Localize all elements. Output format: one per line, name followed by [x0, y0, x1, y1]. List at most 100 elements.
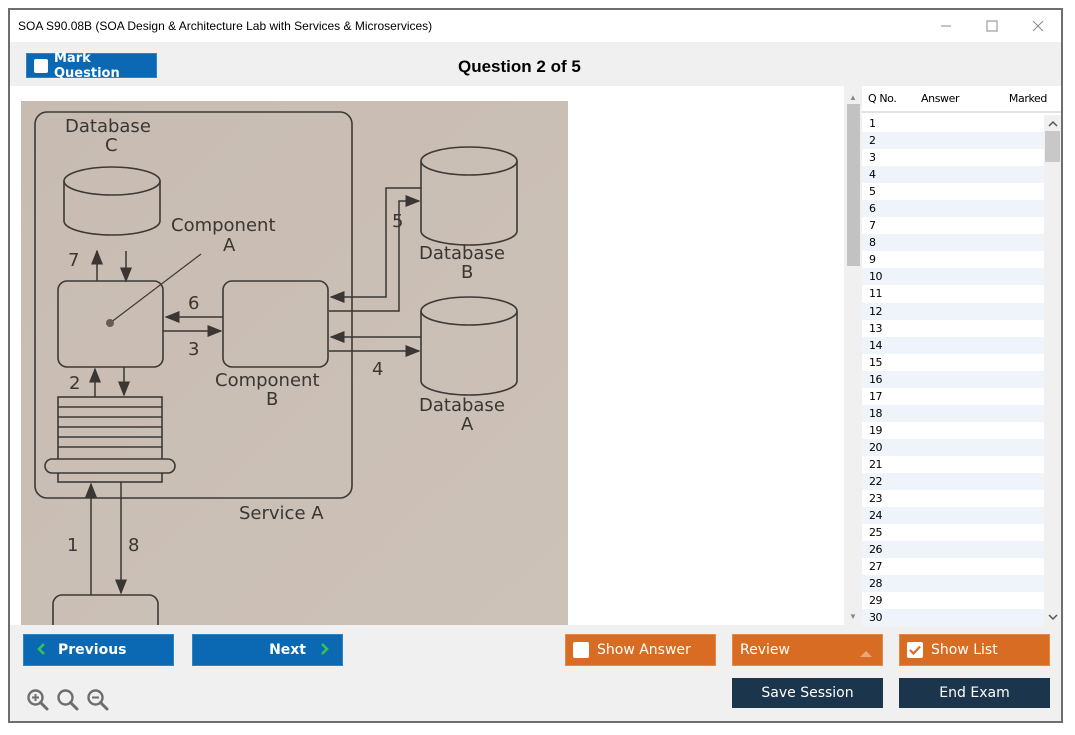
question-list-row[interactable]: 26 — [862, 541, 1044, 559]
review-dropdown[interactable]: Review — [732, 634, 883, 666]
question-list-row[interactable]: 19 — [869, 423, 883, 437]
show-list-label: Show List — [931, 642, 998, 658]
question-list-row[interactable]: 27 — [869, 560, 883, 574]
question-list-row[interactable]: 2 — [862, 132, 1044, 150]
show-answer-button[interactable]: Show Answer — [565, 634, 716, 666]
question-list-row[interactable]: 1 — [869, 117, 876, 130]
next-label: Next — [269, 642, 306, 658]
question-list-row[interactable]: 4 — [862, 166, 1044, 184]
mark-question-button[interactable]: Mark Question — [26, 50, 157, 81]
zoom-in-icon[interactable] — [26, 688, 50, 712]
content-scroll-thumb[interactable] — [847, 104, 860, 266]
close-button[interactable] — [1015, 10, 1061, 42]
question-list-row[interactable]: 13 — [869, 321, 883, 335]
save-session-label: Save Session — [761, 685, 854, 701]
question-list-row[interactable]: 18 — [862, 404, 1044, 422]
question-list-scrollbar[interactable] — [1044, 115, 1061, 625]
component-a-label: Component — [171, 215, 276, 236]
zoom-reset-icon[interactable] — [56, 688, 80, 712]
scroll-up-arrow-icon[interactable]: ▲ — [849, 92, 857, 102]
question-list-row[interactable]: 6 — [862, 200, 1044, 218]
step-label-5: 5 — [392, 211, 403, 232]
zoom-out-icon[interactable] — [86, 688, 110, 712]
question-counter: Question 2 of 5 — [458, 57, 581, 76]
step-label-2: 2 — [69, 373, 80, 394]
question-list-row[interactable]: 17 — [869, 389, 883, 403]
question-list-row[interactable]: 11 — [869, 287, 883, 301]
component-b-label: Component — [215, 370, 320, 391]
question-list-row[interactable]: 3 — [869, 151, 876, 165]
question-list-row[interactable]: 15 — [869, 355, 883, 369]
show-list-checkbox[interactable] — [907, 642, 923, 658]
question-list-row[interactable]: 28 — [862, 575, 1044, 593]
database-b-label: Database — [419, 243, 505, 264]
service-a-boundary — [34, 111, 353, 499]
database-c-label: Database — [65, 116, 151, 137]
database-a-label: Database — [419, 395, 505, 416]
column-header-qno[interactable]: Q No. — [868, 92, 897, 105]
chevron-down-icon[interactable] — [1044, 609, 1061, 625]
database-c-shape — [63, 166, 161, 236]
question-content-area: Database C Component A Database B Compon… — [10, 86, 844, 625]
mark-question-label: Mark Question — [54, 50, 120, 81]
chevron-up-icon[interactable] — [1044, 115, 1061, 131]
maximize-button[interactable] — [969, 10, 1015, 42]
question-list-row[interactable]: 7 — [869, 219, 876, 233]
question-toolbar: Mark Question Question 2 of 5 — [10, 42, 1061, 86]
window-controls — [923, 10, 1061, 42]
maximize-icon — [986, 20, 998, 32]
step-label-7: 7 — [68, 250, 79, 271]
database-b-letter: B — [461, 262, 473, 283]
next-button[interactable]: Next — [192, 634, 343, 666]
component-b-letter: B — [266, 389, 278, 410]
minimize-icon — [941, 25, 951, 27]
question-list-row[interactable]: 12 — [862, 302, 1044, 320]
column-header-marked[interactable]: Marked — [1008, 92, 1047, 105]
question-list-row[interactable]: 29 — [869, 594, 883, 608]
database-b-shape — [420, 146, 518, 246]
database-a-shape — [420, 296, 518, 396]
show-list-button[interactable]: Show List — [899, 634, 1050, 666]
question-list-row[interactable]: 24 — [862, 507, 1044, 525]
step-label-3: 3 — [188, 339, 199, 360]
step-label-8: 8 — [128, 535, 139, 556]
previous-label: Previous — [58, 642, 127, 658]
question-list-row[interactable]: 20 — [862, 438, 1044, 456]
message-queue-shape — [44, 396, 176, 483]
question-list-scroll-thumb[interactable] — [1045, 131, 1060, 162]
end-exam-button[interactable]: End Exam — [899, 678, 1050, 708]
component-a-box — [57, 280, 164, 368]
mark-question-checkbox[interactable] — [34, 58, 48, 73]
question-list-row[interactable]: 30 — [862, 609, 1044, 627]
question-list-row[interactable]: 10 — [862, 268, 1044, 286]
question-list-row[interactable]: 14 — [862, 336, 1044, 354]
question-list-row[interactable]: 25 — [869, 526, 883, 540]
save-session-button[interactable]: Save Session — [732, 678, 883, 708]
previous-button[interactable]: Previous — [23, 634, 174, 666]
column-header-answer[interactable]: Answer — [921, 92, 960, 105]
database-a-letter: A — [461, 414, 474, 435]
question-list-row[interactable]: 8 — [862, 234, 1044, 252]
question-list-row[interactable]: 5 — [869, 185, 876, 199]
question-list-row[interactable]: 22 — [862, 472, 1044, 491]
chevron-right-icon — [320, 641, 330, 660]
close-icon — [1032, 20, 1044, 32]
caret-up-icon — [860, 646, 872, 662]
question-list-row[interactable]: 16 — [862, 370, 1044, 388]
end-exam-label: End Exam — [939, 685, 1010, 701]
review-label: Review — [740, 642, 790, 658]
question-list-row[interactable]: 23 — [869, 492, 883, 506]
step-label-6: 6 — [188, 293, 199, 314]
content-scrollbar[interactable]: ▲ ▼ — [844, 86, 862, 625]
step-label-4: 4 — [372, 359, 383, 380]
minimize-button[interactable] — [923, 10, 969, 42]
service-a-label: Service A — [239, 503, 324, 524]
component-b-box — [222, 280, 329, 368]
show-answer-checkbox[interactable] — [573, 642, 589, 658]
question-list-row[interactable]: 21 — [869, 457, 883, 471]
app-window: SOA S90.08B (SOA Design & Architecture L… — [8, 8, 1063, 723]
question-list-row[interactable]: 9 — [869, 253, 876, 267]
scroll-down-arrow-icon[interactable]: ▼ — [849, 611, 857, 621]
